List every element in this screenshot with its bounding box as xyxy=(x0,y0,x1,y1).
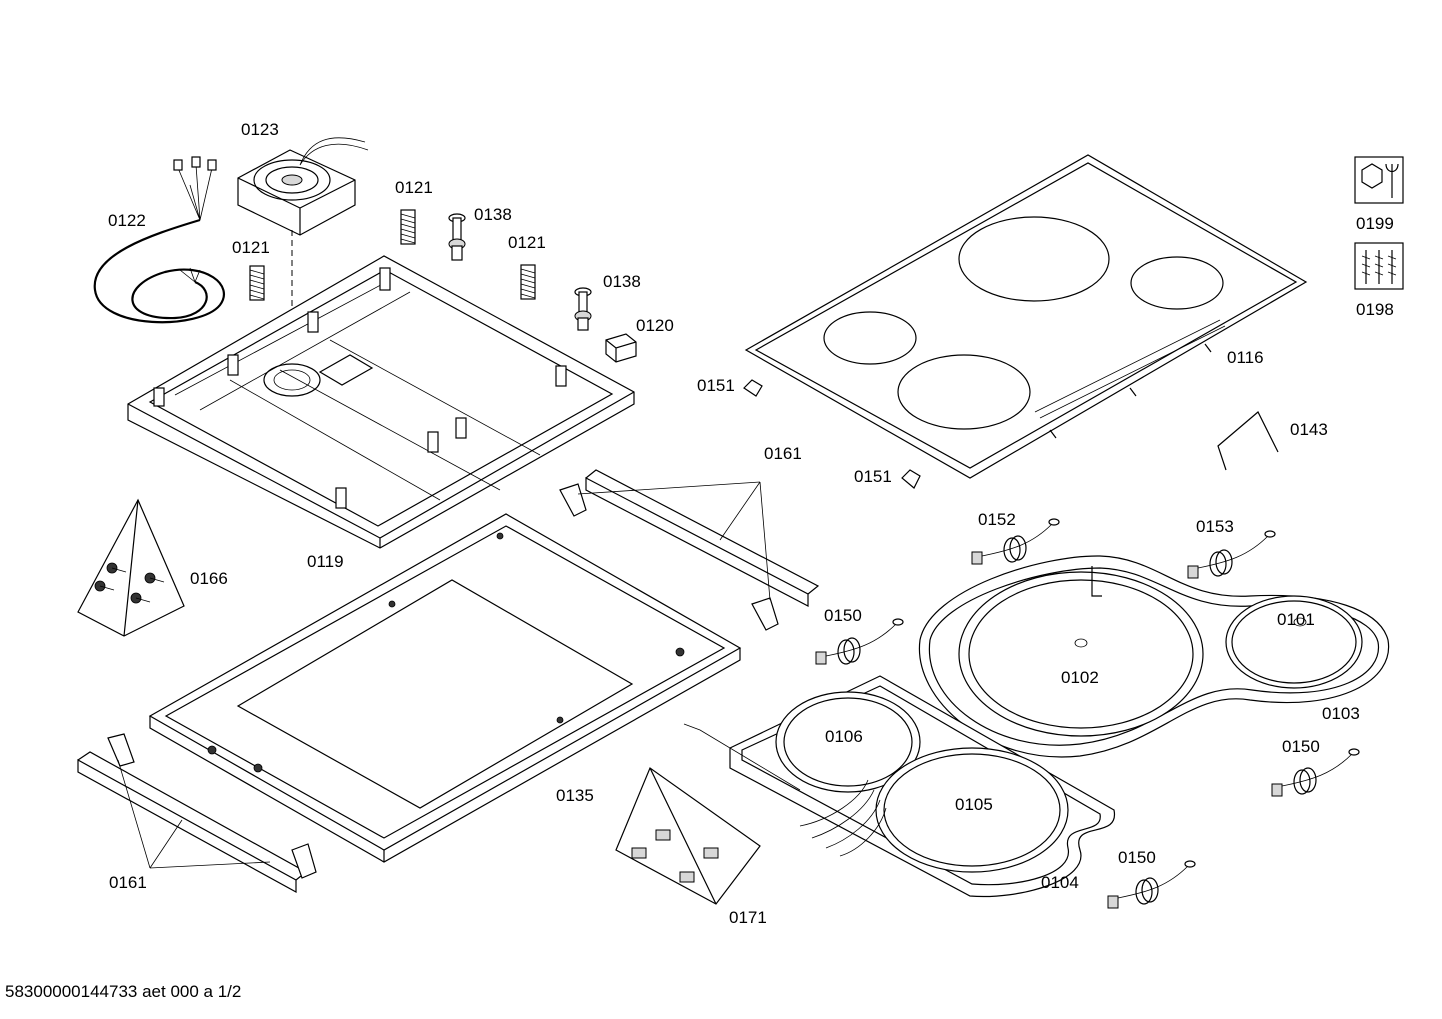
label-0166: 0166 xyxy=(190,569,228,588)
label-0105: 0105 xyxy=(955,795,993,814)
label-0106: 0106 xyxy=(825,727,863,746)
bottom-tray xyxy=(127,255,635,549)
label-0121-b: 0121 xyxy=(232,238,270,257)
wrench-nut-icon xyxy=(1354,156,1404,204)
label-0135: 0135 xyxy=(556,786,594,805)
label-0104: 0104 xyxy=(1041,873,1079,892)
label-0116: 0116 xyxy=(1227,348,1264,367)
screw-bag-0166 xyxy=(77,498,185,637)
label-0151-b: 0151 xyxy=(854,467,892,486)
connector-bag-0171 xyxy=(615,767,761,905)
induction-plate-tray-0103 xyxy=(918,555,1390,758)
label-0103: 0103 xyxy=(1322,704,1360,723)
label-0121-c: 0121 xyxy=(508,233,546,252)
label-0138-b: 0138 xyxy=(603,272,641,291)
label-0161-a: 0161 xyxy=(764,444,802,463)
label-0121-a: 0121 xyxy=(395,178,433,197)
spring-parts xyxy=(249,209,536,301)
drawing-reference-footer: 58300000144733 aet 000 a 1/2 xyxy=(5,982,241,1001)
label-0150-c: 0150 xyxy=(1118,848,1156,867)
label-0151-a: 0151 xyxy=(697,376,735,395)
bracket-parts-0151 xyxy=(743,379,921,489)
mounting-rails xyxy=(77,469,820,894)
label-0123: 0123 xyxy=(241,120,279,139)
glass-ceramic-top xyxy=(744,154,1308,479)
foot-parts xyxy=(448,213,592,331)
label-0120: 0120 xyxy=(636,316,674,335)
temperature-sensors xyxy=(815,518,1360,909)
label-0153: 0153 xyxy=(1196,517,1234,536)
label-0150-a: 0150 xyxy=(824,606,862,625)
label-0199: 0199 xyxy=(1356,214,1394,233)
screws-icon xyxy=(1354,242,1404,290)
label-0150-b: 0150 xyxy=(1282,737,1320,756)
label-0161-b: 0161 xyxy=(109,873,147,892)
label-0102: 0102 xyxy=(1061,668,1099,687)
label-0138-a: 0138 xyxy=(474,205,512,224)
part-number-labels: 0123 0122 0121 0121 0121 0138 0138 0120 … xyxy=(108,120,1394,927)
wire-part-0143 xyxy=(1217,411,1279,471)
label-0152: 0152 xyxy=(978,510,1016,529)
label-0119: 0119 xyxy=(307,552,344,571)
clip-part xyxy=(605,333,637,363)
label-0101: 0101 xyxy=(1277,610,1315,629)
label-0143: 0143 xyxy=(1290,420,1328,439)
induction-plate-tray-0104 xyxy=(683,675,1115,898)
power-cable xyxy=(93,156,226,324)
hob-frame xyxy=(148,513,742,863)
label-0198: 0198 xyxy=(1356,300,1394,319)
fan-unit xyxy=(237,137,369,370)
label-0122: 0122 xyxy=(108,211,146,230)
label-0171: 0171 xyxy=(729,908,767,927)
